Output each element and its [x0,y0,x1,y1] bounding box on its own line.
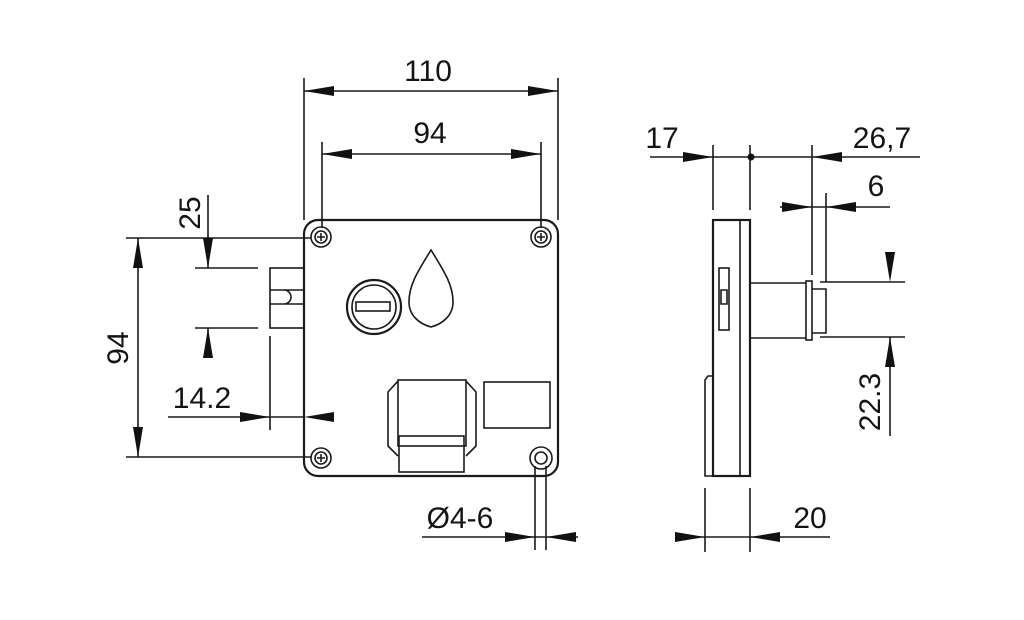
side-tab [704,375,713,477]
dim-26-7: 26,7 [853,122,911,155]
side-slot [718,267,730,331]
dim-110: 110 [404,55,452,88]
lock-body-side [711,218,752,478]
dim-94-horizontal: 94 [413,117,446,150]
front-view: 110 94 94 25 14.2 Ø4-6 [102,55,578,550]
side-view: 17 26,7 6 22.3 20 [645,122,920,552]
latch-bolt [269,267,305,329]
dim-17: 17 [645,122,678,155]
lock-plate [302,218,560,478]
dim-22-3: 22.3 [854,373,887,431]
dim-94-vertical: 94 [102,331,135,364]
screw-icon [310,226,332,248]
dim-20: 20 [793,502,826,535]
handle-block [387,379,477,473]
screw-icon [530,226,552,248]
screw-icon [310,447,332,469]
label-window [483,381,551,429]
drop-icon [408,248,454,328]
cylinder-shaft [750,282,806,339]
dim-hole-diameter: Ø4-6 [427,502,494,535]
cylinder-flange [805,280,813,341]
dim-6: 6 [868,170,885,203]
dim-14-2: 14.2 [173,382,231,415]
mounting-hole-icon [529,446,553,470]
cylinder-nub [812,288,827,334]
dim-25: 25 [174,196,207,229]
cylinder-icon [345,278,403,336]
